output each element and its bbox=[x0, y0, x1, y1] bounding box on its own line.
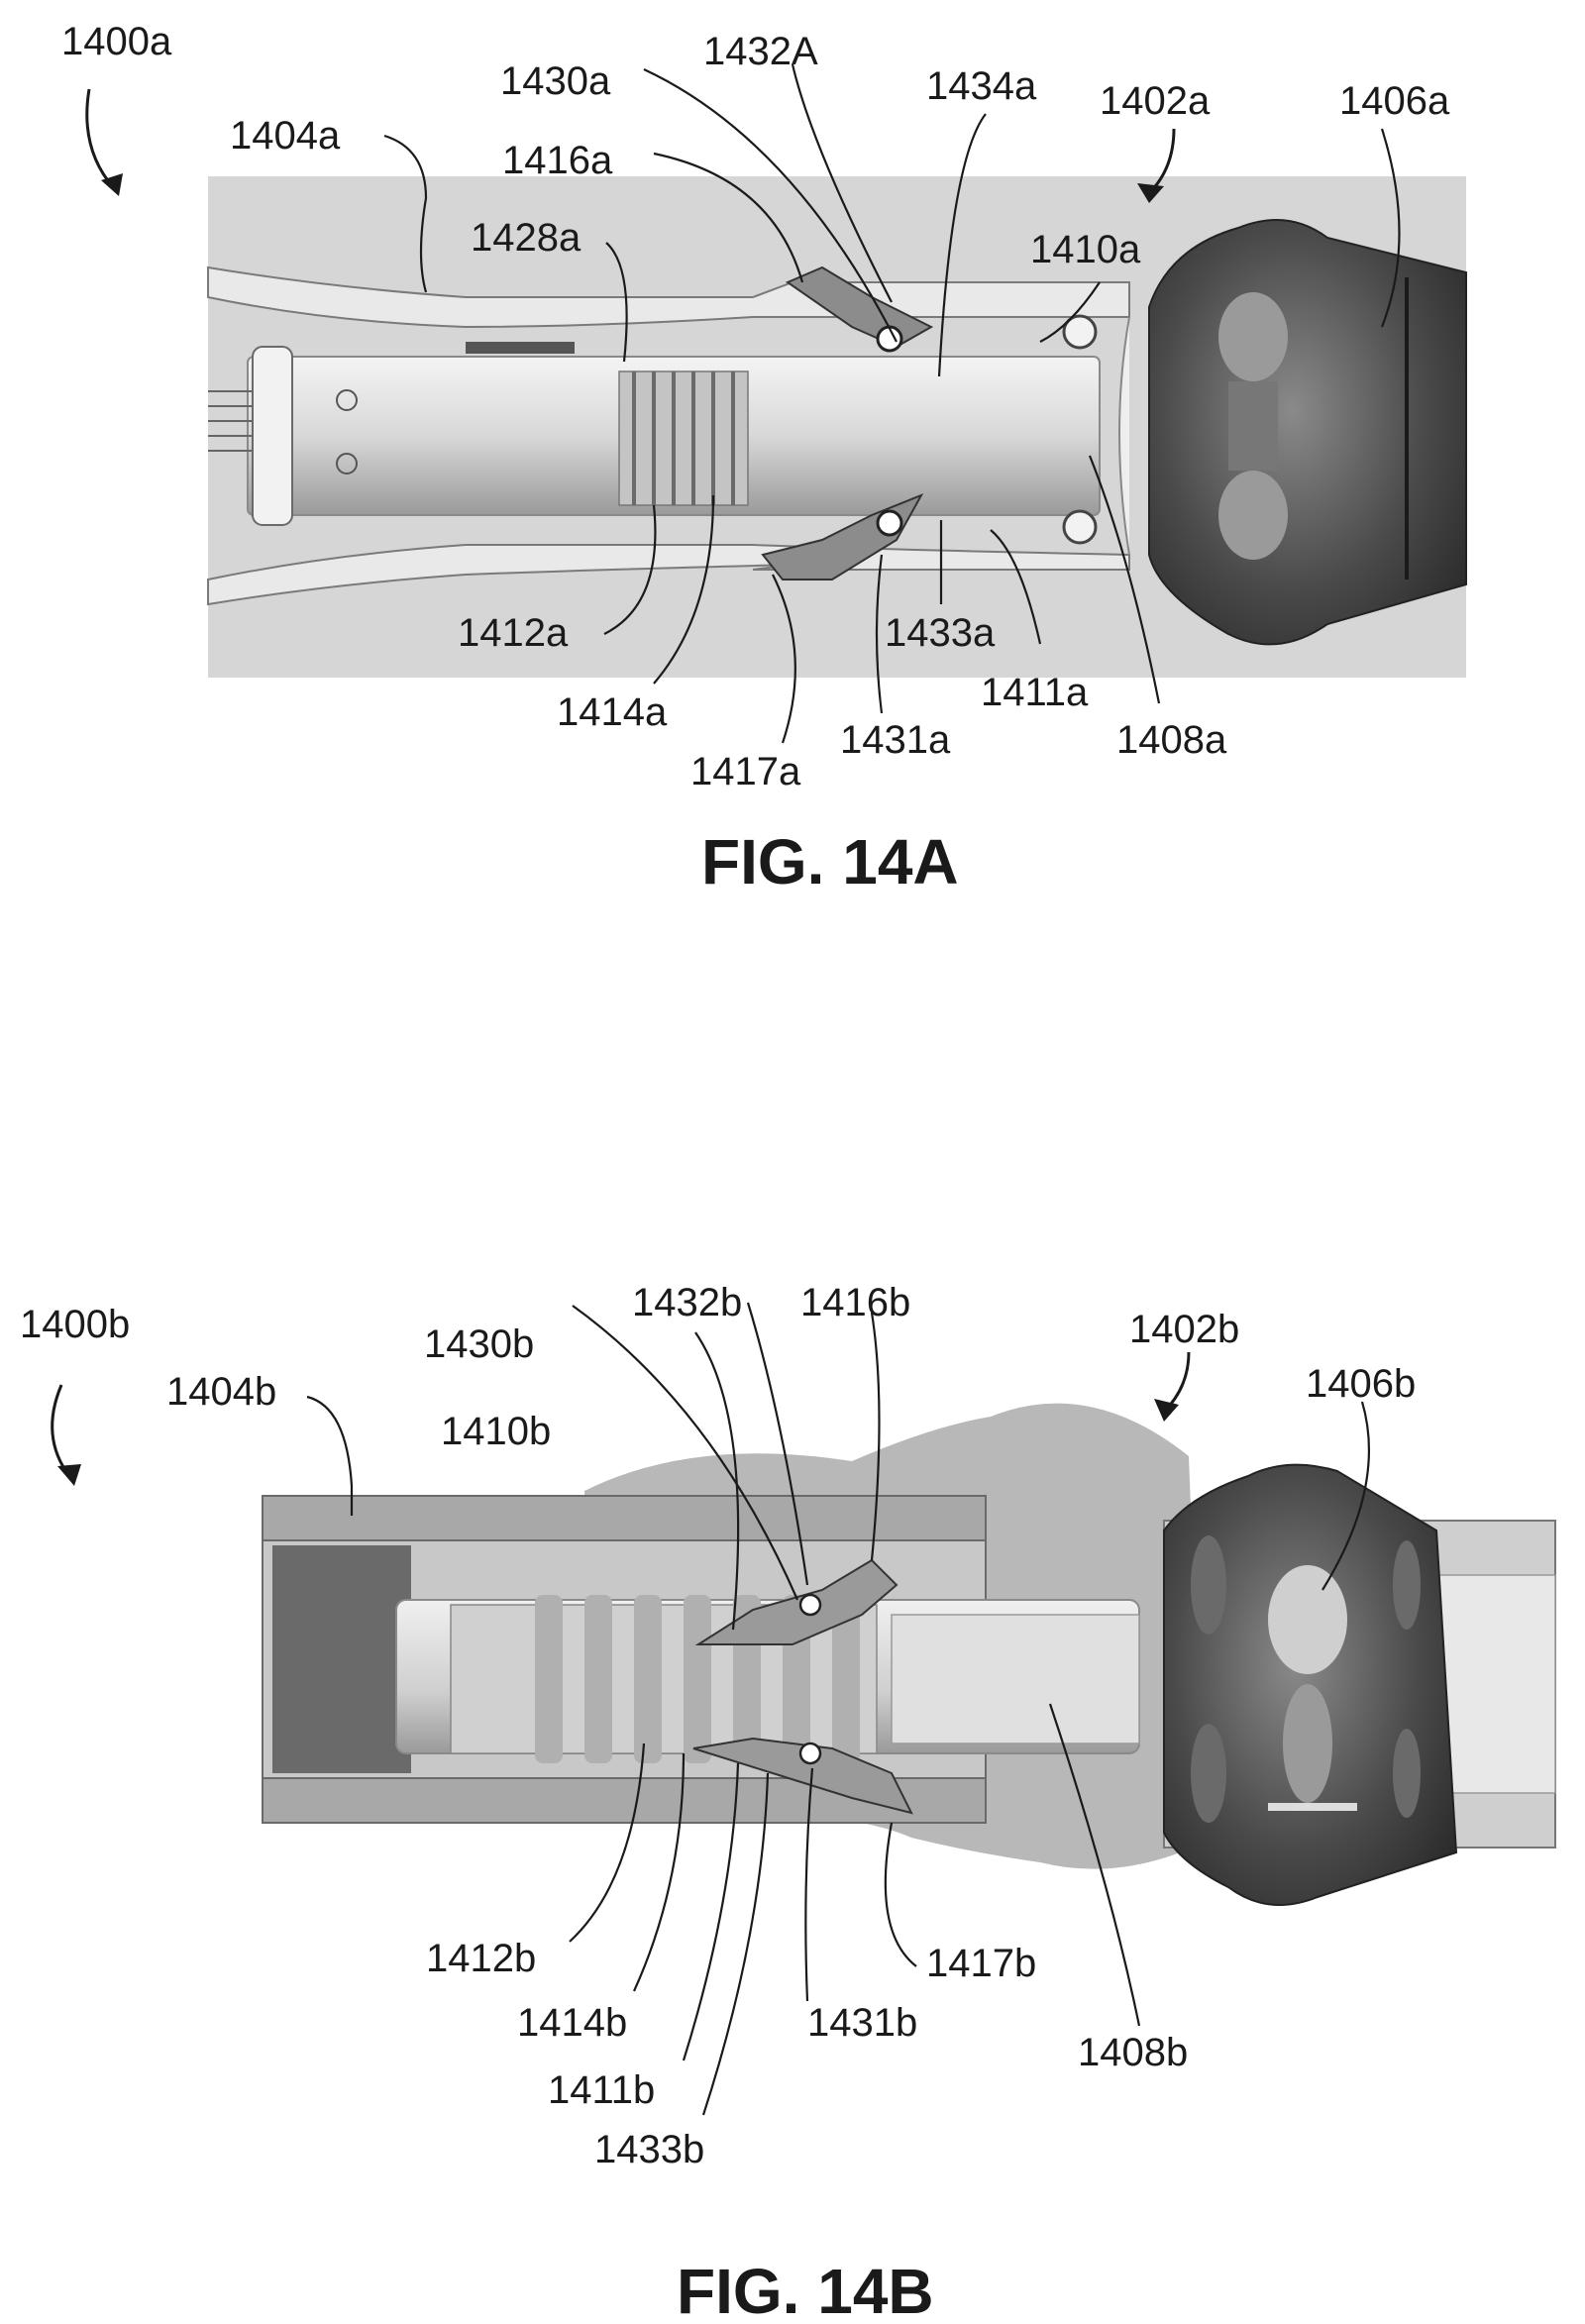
label-1417a: 1417a bbox=[690, 750, 801, 793]
fig14a-connector bbox=[252, 346, 293, 526]
label-1406b: 1406b bbox=[1306, 1362, 1416, 1406]
label-1414b: 1414b bbox=[517, 2001, 627, 2045]
label-1431a: 1431a bbox=[840, 718, 951, 762]
label-1433b: 1433b bbox=[594, 2128, 704, 2171]
label-1412a: 1412a bbox=[458, 611, 569, 655]
label-1433a: 1433a bbox=[885, 611, 996, 655]
label-1400b: 1400b bbox=[20, 1303, 130, 1346]
label-1402b: 1402b bbox=[1129, 1308, 1239, 1351]
fig14b-labels: 1400b 1404b 1430b 1432b 1416b 1402b 1406… bbox=[20, 1281, 1416, 2171]
label-1408b: 1408b bbox=[1078, 2031, 1188, 2074]
label-1431b: 1431b bbox=[807, 2001, 917, 2045]
fig14a-lower-housing bbox=[207, 544, 1130, 606]
label-1430b: 1430b bbox=[424, 1322, 534, 1366]
label-1411a: 1411a bbox=[981, 671, 1089, 714]
label-1406a: 1406a bbox=[1339, 79, 1450, 123]
label-1417b: 1417b bbox=[926, 1942, 1036, 1985]
fig14b-upper-latch bbox=[694, 1558, 898, 1645]
caption-fig-14a: FIG. 14A bbox=[701, 826, 959, 898]
label-1416a: 1416a bbox=[502, 139, 613, 182]
figure-14b bbox=[262, 1403, 1556, 1906]
label-1410a: 1410a bbox=[1030, 228, 1141, 271]
label-1411b: 1411b bbox=[548, 2068, 655, 2112]
label-1432b: 1432b bbox=[632, 1281, 742, 1324]
label-1434a: 1434a bbox=[926, 64, 1037, 108]
label-1412b: 1412b bbox=[426, 1937, 536, 1980]
fig14b-left-cavity bbox=[272, 1545, 411, 1773]
figure-14a bbox=[207, 176, 1467, 678]
label-1414a: 1414a bbox=[557, 690, 668, 734]
fig14a-bellows bbox=[618, 370, 749, 506]
label-1404a: 1404a bbox=[230, 114, 341, 158]
label-1408a: 1408a bbox=[1116, 718, 1227, 762]
label-1428a: 1428a bbox=[471, 216, 581, 260]
caption-fig-14b: FIG. 14B bbox=[677, 2256, 934, 2324]
label-1404b: 1404b bbox=[166, 1370, 276, 1414]
label-1400a: 1400a bbox=[61, 20, 172, 63]
fig14b-bellows bbox=[450, 1595, 878, 1763]
fig14a-leaders bbox=[85, 63, 1401, 744]
fig14b-knob bbox=[1163, 1463, 1458, 1906]
fig14a-knob bbox=[1118, 219, 1467, 646]
label-1402a: 1402a bbox=[1100, 79, 1211, 123]
label-1432A: 1432A bbox=[703, 30, 818, 73]
fig14a-labels: 1400a 1404a 1416a 1430a 1432A 1434a 1402… bbox=[61, 20, 1450, 793]
label-1416b: 1416b bbox=[800, 1281, 910, 1324]
label-1410b: 1410b bbox=[441, 1410, 551, 1453]
label-1430a: 1430a bbox=[500, 59, 611, 103]
fig14a-slot bbox=[466, 342, 575, 354]
fig14b-leaders bbox=[51, 1302, 1371, 2116]
fig14b-lower-latch bbox=[692, 1737, 913, 1815]
